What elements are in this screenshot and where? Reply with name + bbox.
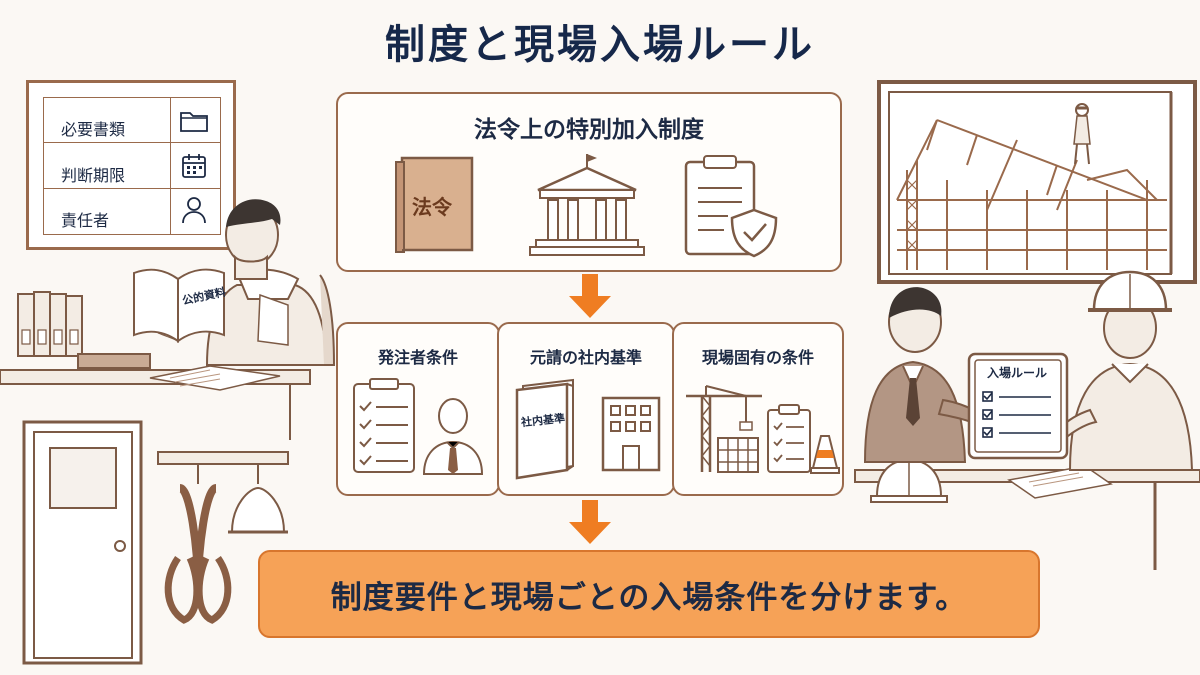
client-conditions-box: 発注者条件 [336,322,500,496]
flow-arrow-down-icon [569,500,611,544]
entry-rules-title: 入場ルール [987,366,1048,380]
law-book-icon [395,156,474,253]
harness-helmet-rack [157,451,289,624]
site-conditions-box: 現場固有の条件 [672,322,844,496]
condition-box-title: 発注者条件 [377,348,458,367]
client-person-icon [422,398,484,475]
checklist-icon [353,378,415,473]
folder-icon [180,112,208,132]
site-checklist-icon [767,404,811,473]
desk-illustration [0,353,311,440]
law-system-box: 法令上の特別加入制度 法令 [336,92,842,272]
contractor-standards-box: 元請の社内基準 社内基準 [497,322,675,496]
flow-arrow-down-icon [569,274,611,318]
right-site-scene: 入場ルール [854,0,1200,675]
helmet-icon [870,458,948,503]
site-worker-illustration [1058,270,1194,471]
calendar-icon [182,154,206,178]
public-document-book [133,268,225,343]
construction-window-illustration [877,80,1197,284]
conclusion-banner: 制度要件と現場ごとの入場条件を分けます。 [258,550,1040,638]
government-building-icon [529,154,645,256]
entry-rules-sheet [967,352,1069,460]
clipboard-shield-icon [684,155,778,258]
binder-icon [515,378,574,480]
page-title: 制度と現場入場ルール [385,22,815,68]
crane-icon [686,385,762,473]
door-illustration [22,420,143,665]
papers-on-table-icon [1007,465,1113,499]
law-book-label: 法令 [412,195,452,219]
traffic-cone-icon [810,435,840,474]
law-box-title: 法令上の特別加入制度 [474,117,704,143]
board-row-label: 判断期限 [61,166,126,185]
left-office-scene: 必要書類 判断期限 責任者 [0,0,340,675]
condition-box-title: 元請の社内基準 [529,348,642,367]
board-row-label: 必要書類 [61,120,126,139]
checklist-board: 必要書類 判断期限 責任者 [26,80,236,250]
office-building-icon [601,396,661,472]
person-icon [182,197,206,224]
worker-reading-illustration [205,199,336,366]
businessman-illustration [863,287,979,463]
condition-box-title: 現場固有の条件 [701,348,814,367]
binders-icon [17,291,83,357]
board-row-label: 責任者 [61,211,110,230]
